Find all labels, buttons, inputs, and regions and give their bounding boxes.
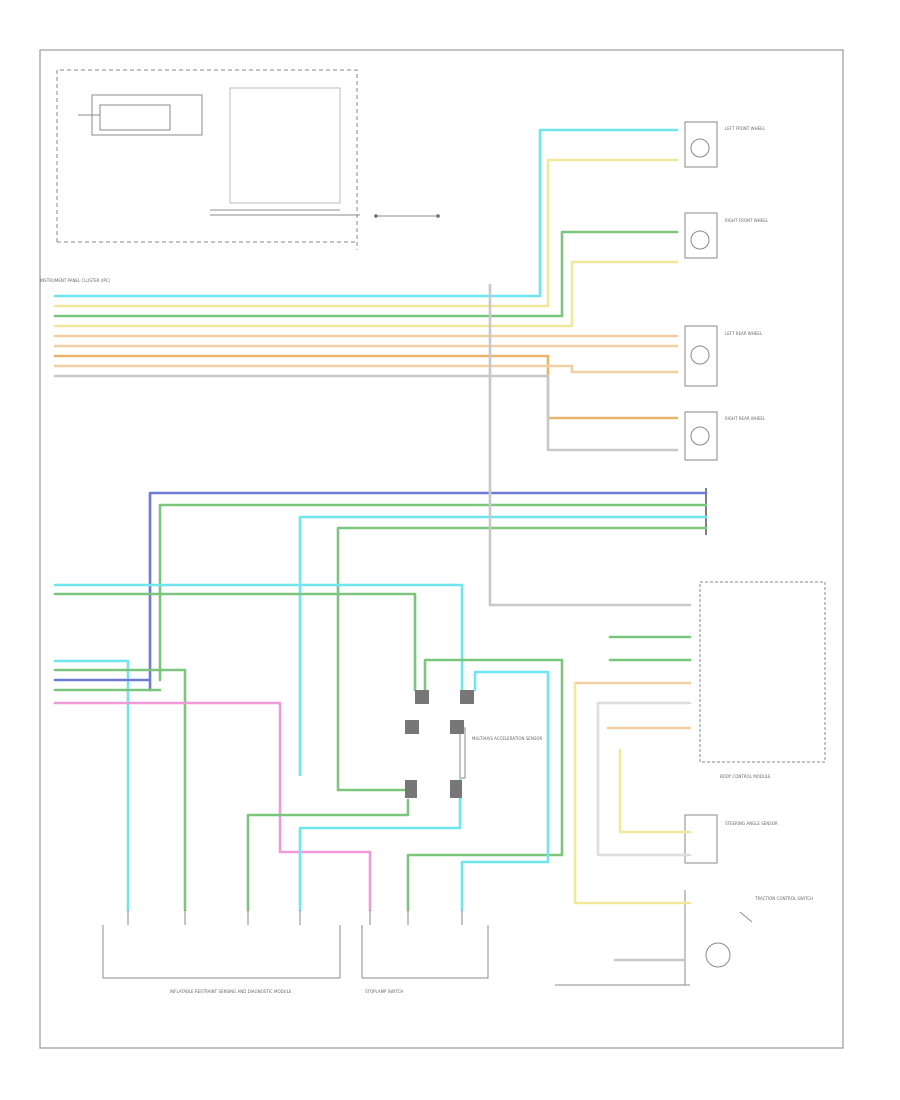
svg-text:STOPLAMP SWITCH: STOPLAMP SWITCH (365, 989, 403, 994)
svg-text:STEERING ANGLE SENSOR: STEERING ANGLE SENSOR (725, 821, 778, 826)
tpms-left-front: LEFT FRONT WHEEL (684, 121, 766, 168)
diagram-border (39, 49, 844, 1049)
bottom-left-modules: INFLATABLE RESTRAINT SENSING AND DIAGNOS… (102, 925, 489, 994)
body-control-module: BODY CONTROL MODULE (699, 581, 826, 779)
svg-text:TRACTION CONTROL SWITCH: TRACTION CONTROL SWITCH (754, 896, 813, 901)
svg-text:LEFT REAR WHEEL: LEFT REAR WHEEL (725, 331, 763, 336)
ebcm-block: TRACTION CONTROL SWITCH (684, 890, 813, 985)
tpms-left-rear: LEFT REAR WHEEL (684, 325, 763, 387)
steering-angle-sensor: STEERING ANGLE SENSOR (684, 814, 778, 864)
tpms-right-rear: RIGHT REAR WHEEL (684, 411, 766, 461)
multiaxis-module: MULTIAXIS ACCELERATION SENSOR (459, 727, 543, 779)
connector-pins (405, 690, 474, 798)
svg-text:RIGHT REAR WHEEL: RIGHT REAR WHEEL (725, 416, 766, 421)
ipc-label: INSTRUMENT PANEL CLUSTER (IPC) (40, 278, 111, 283)
top-left-module (56, 69, 440, 250)
svg-text:LEFT FRONT WHEEL: LEFT FRONT WHEEL (725, 126, 766, 131)
svg-text:BODY CONTROL MODULE: BODY CONTROL MODULE (720, 774, 771, 779)
bottom-pins (127, 910, 463, 925)
svg-text:INFLATABLE RESTRAINT SENSING A: INFLATABLE RESTRAINT SENSING AND DIAGNOS… (170, 989, 292, 994)
svg-text:MULTIAXIS ACCELERATION SENSOR: MULTIAXIS ACCELERATION SENSOR (472, 736, 543, 741)
module-inner-box (99, 104, 171, 131)
svg-text:RIGHT FRONT WHEEL: RIGHT FRONT WHEEL (725, 218, 769, 223)
tpms-right-front: RIGHT FRONT WHEEL (684, 212, 769, 259)
